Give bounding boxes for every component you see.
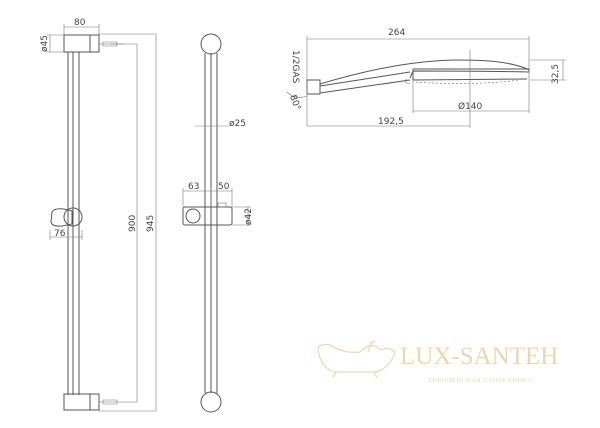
dim-thread: 1/2GAS xyxy=(290,50,300,84)
dim-d25: ø25 xyxy=(229,119,246,129)
dim-192-5: 192,5 xyxy=(378,117,404,127)
dim-32-5: 32,5 xyxy=(551,64,561,84)
dim-50: 50 xyxy=(218,182,230,192)
dim-80: 80 xyxy=(74,18,86,28)
front-view: 80 ø45 76 900 945 xyxy=(40,18,157,412)
top-bracket xyxy=(63,34,100,53)
dim-76: 76 xyxy=(54,229,66,239)
watermark-tagline: ЕВРОПЕЙСКАЯ САНТЕХНИКА xyxy=(428,376,533,384)
dim-264: 264 xyxy=(388,28,405,38)
dim-d45: ø45 xyxy=(40,35,50,52)
dim-d42: ø42 xyxy=(244,208,254,225)
watermark-logo: LUX-SANTEH ЕВРОПЕЙСКАЯ САНТЕХНИКА xyxy=(317,341,558,384)
slider-side xyxy=(182,206,233,226)
bathtub-icon xyxy=(317,343,396,373)
bottom-bracket xyxy=(63,393,100,411)
slider xyxy=(50,208,73,227)
watermark-brand: LUX-SANTEH xyxy=(400,343,558,370)
connector xyxy=(306,79,321,95)
dim-63: 63 xyxy=(188,182,199,192)
dim-angle: 80° xyxy=(287,94,302,112)
dim-945: 945 xyxy=(146,215,156,232)
side-view: ø25 63 50 ø42 xyxy=(182,33,254,413)
dim-900: 900 xyxy=(128,215,138,232)
hand-shower-view: 264 32,5 Ø140 192,5 1/2GAS 80° xyxy=(286,28,566,128)
